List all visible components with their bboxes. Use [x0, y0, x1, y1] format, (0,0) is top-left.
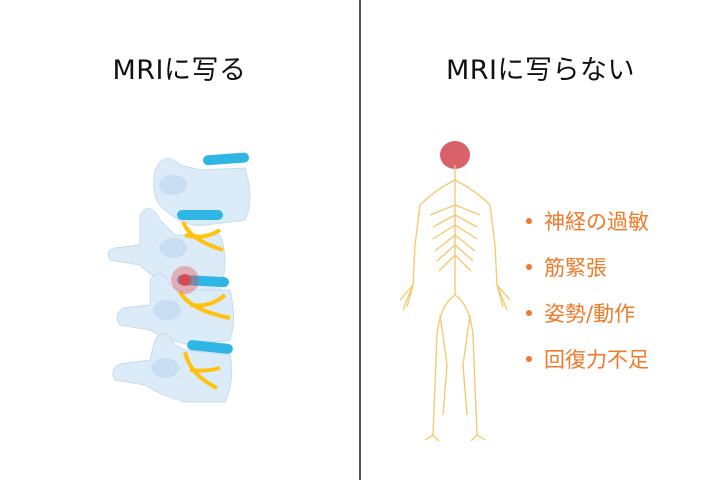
- bullet-icon: [526, 264, 532, 270]
- left-panel: MRIに写る: [0, 0, 359, 480]
- brain-icon: [440, 141, 470, 169]
- list-item: 姿勢/動作: [522, 290, 649, 336]
- bullet-icon: [526, 218, 532, 224]
- vertebra-icon: [116, 266, 234, 346]
- list-item: 回復力不足: [522, 336, 649, 382]
- lumbar-spine-illustration: [107, 152, 251, 403]
- divider: [359, 0, 361, 480]
- nervous-system-illustration: [399, 141, 511, 442]
- symptom-list: 神経の過敏 筋緊張 姿勢/動作 回復力不足: [522, 198, 649, 382]
- vertebra-icon: [112, 333, 233, 403]
- bullet-icon: [526, 310, 532, 316]
- right-panel-title: MRIに写らない: [445, 55, 636, 86]
- left-panel-title: MRIに写る: [112, 55, 247, 86]
- list-item: 筋緊張: [522, 244, 649, 290]
- vertebra-icon: [107, 208, 226, 291]
- bullet-icon: [526, 356, 532, 362]
- list-item: 神経の過敏: [522, 198, 649, 244]
- vertebra-icon: [153, 152, 251, 226]
- right-panel: MRIに写らない: [361, 0, 720, 480]
